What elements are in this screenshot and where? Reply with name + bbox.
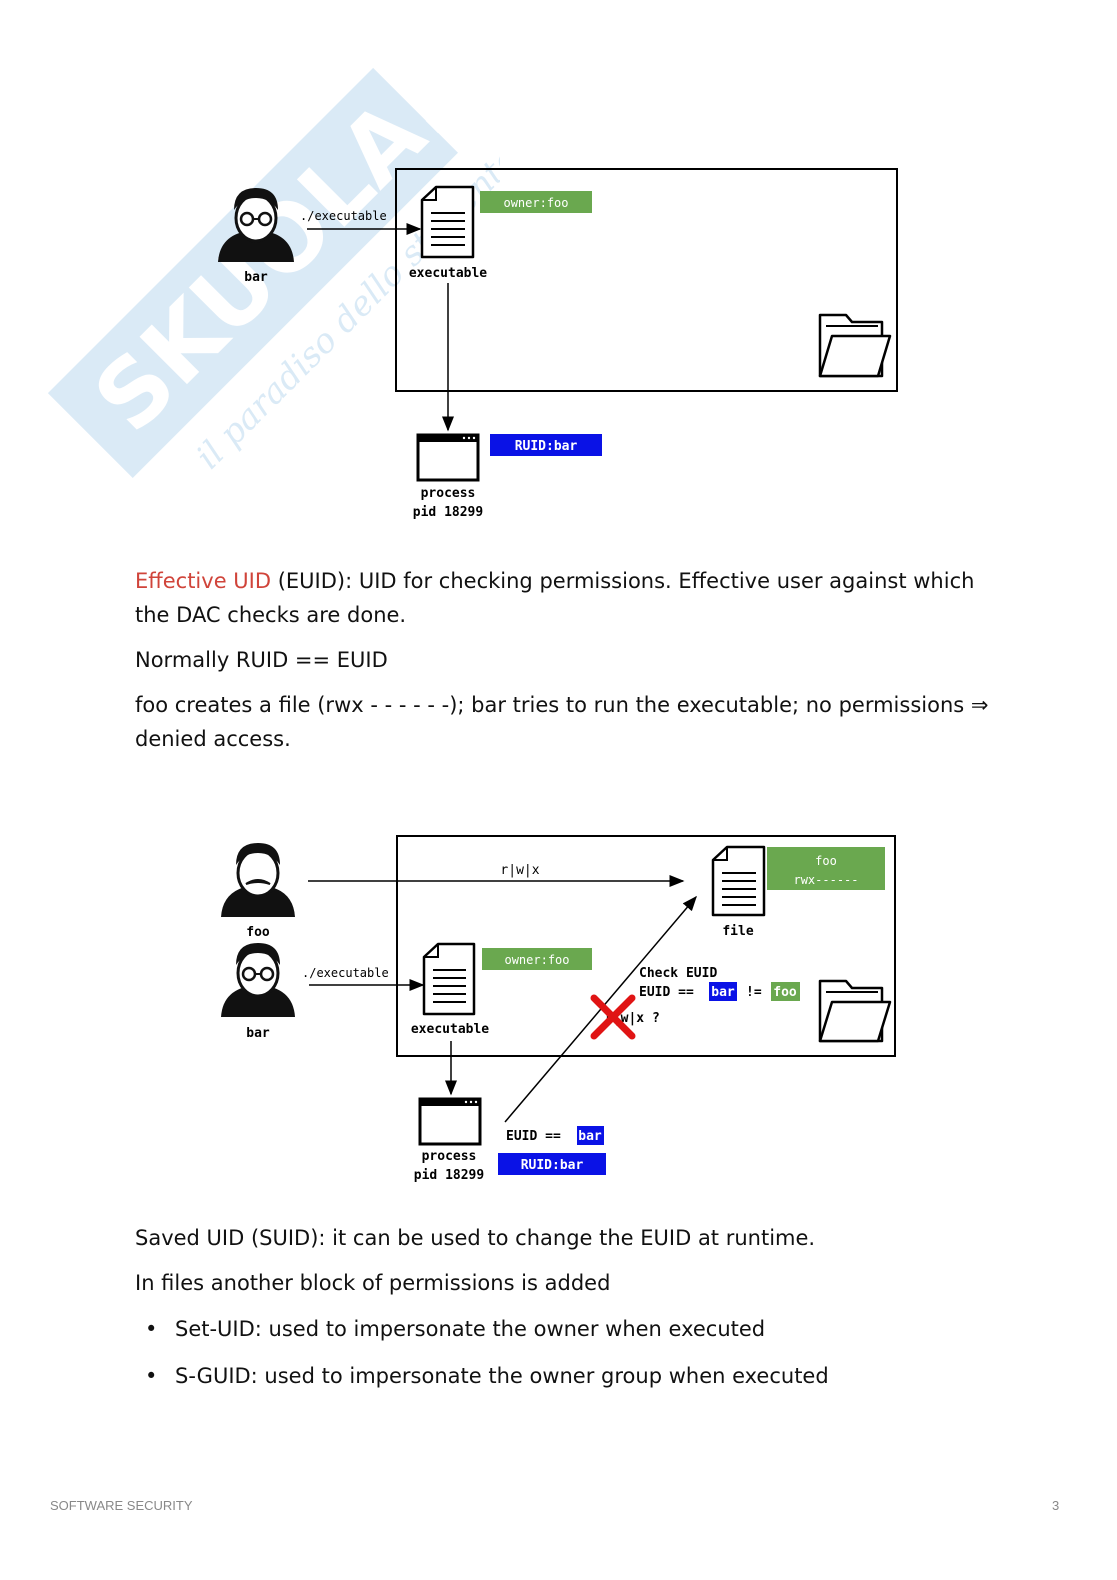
euid-prefix: EUID == xyxy=(506,1129,561,1144)
ruid-tag xyxy=(498,1153,606,1175)
euid-value-tag xyxy=(577,1126,604,1145)
owner-tag xyxy=(480,191,592,213)
file-label: file xyxy=(722,924,753,939)
check-owner-value-tag xyxy=(771,982,800,1001)
executable-label: executable xyxy=(411,1022,489,1037)
check-euid-title: Check EUID xyxy=(639,966,717,981)
bullet-s-guid: S-GUID: used to impersonate the owner gr… xyxy=(135,1359,995,1406)
diagram-2: foo r|w|x file foo rwx------ bar ./execu… xyxy=(221,835,896,1183)
executable-label: executable xyxy=(409,266,487,281)
check-neq: != xyxy=(746,985,762,1000)
diagram-1: bar ./executable executable owner:foo pr… xyxy=(218,168,898,520)
paragraph-permissions-block: In files another block of permissions is… xyxy=(135,1271,611,1295)
effective-uid-term: Effective UID xyxy=(135,569,272,593)
user-bar-label: bar xyxy=(244,270,268,285)
denied-cross-icon xyxy=(590,994,636,1040)
check-euid-value-tag xyxy=(709,982,737,1001)
permission-bullet-list: Set-UID: used to impersonate the owner w… xyxy=(135,1312,995,1406)
pid-label: pid 18299 xyxy=(414,1168,484,1183)
document-icon xyxy=(420,185,475,259)
check-euid-value: bar xyxy=(711,985,735,1000)
process-label: process xyxy=(422,1149,477,1164)
paragraph-suid: Saved UID (SUID): it can be used to chan… xyxy=(135,1226,816,1250)
footer-title: SOFTWARE SECURITY xyxy=(50,1498,193,1513)
file-perms-text: rwx------ xyxy=(793,873,858,887)
user-foo-icon xyxy=(221,843,295,917)
owner-tag-text: owner:foo xyxy=(503,196,568,210)
folder-icon xyxy=(818,313,892,378)
file-document-icon xyxy=(711,845,766,917)
rwx-label: r|w|x xyxy=(500,863,539,878)
paragraph-euid-rest: (EUID): UID for checking permissions. Ef… xyxy=(135,569,975,627)
process-window-icon xyxy=(418,1097,482,1146)
ruid-tag-text: RUID:bar xyxy=(515,439,578,454)
user-bar-icon xyxy=(221,943,295,1017)
folder-icon xyxy=(818,979,892,1043)
paragraph-normally: Normally RUID == EUID xyxy=(135,648,388,672)
process-label: process xyxy=(421,486,476,501)
check-euid-prefix: EUID == xyxy=(639,985,694,1000)
command-label: ./executable xyxy=(302,966,389,980)
user-bar-icon xyxy=(218,188,294,262)
file-owner-text: foo xyxy=(815,854,837,868)
ruid-tag xyxy=(490,434,602,456)
euid-value: bar xyxy=(578,1129,602,1144)
check-owner-value: foo xyxy=(773,985,797,1000)
user-bar-label: bar xyxy=(246,1026,270,1041)
paragraph-euid: Effective UID (EUID): UID for checking p… xyxy=(135,564,995,632)
page-number: 3 xyxy=(1052,1498,1060,1513)
ruid-tag-text: RUID:bar xyxy=(521,1158,584,1173)
access-attempt-arrow xyxy=(504,895,697,1123)
user-foo-label: foo xyxy=(246,925,270,940)
owner-tag-text: owner:foo xyxy=(504,953,569,967)
command-label: ./executable xyxy=(300,209,387,223)
paragraph-foo-creates: foo creates a file (rwx - - - - - -); ba… xyxy=(135,693,989,751)
bullet-set-uid: Set-UID: used to impersonate the owner w… xyxy=(135,1312,995,1359)
executable-document-icon xyxy=(422,942,476,1016)
owner-tag xyxy=(482,948,592,970)
container-box xyxy=(395,168,898,392)
container-box xyxy=(396,835,896,1057)
process-window-icon xyxy=(416,433,480,482)
file-permission-tag xyxy=(767,847,885,890)
pid-label: pid 18299 xyxy=(413,505,483,520)
